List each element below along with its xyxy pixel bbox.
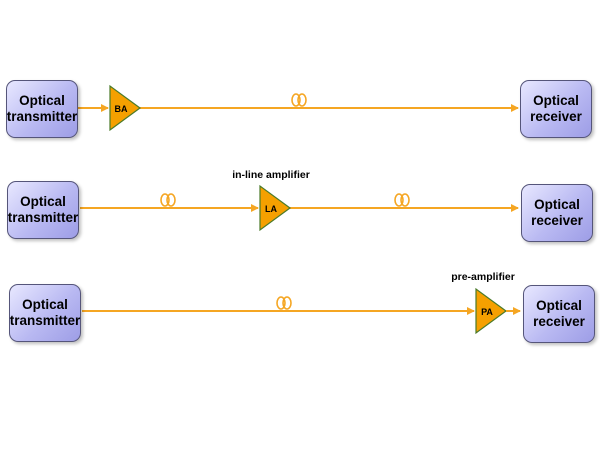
pre-amplifier-caption: pre-amplifier (451, 271, 515, 283)
booster-amplifier-label: BA (115, 104, 128, 114)
booster-amplifier-triangle (109, 84, 142, 132)
fiber-coil-icon (160, 193, 176, 207)
inline-amplifier-caption: in-line amplifier (232, 169, 310, 181)
optical-transmitter-box: Optical transmitter (7, 181, 79, 239)
inline-amplifier-label: LA (265, 204, 277, 214)
transmitter-label: Optical transmitter (7, 194, 79, 225)
optical-receiver-box: Optical receiver (521, 184, 593, 242)
transmitter-label: Optical transmitter (6, 93, 78, 124)
receiver-label: Optical receiver (531, 197, 583, 228)
pre-amplifier-label: PA (481, 307, 493, 317)
optical-transmitter-box: Optical transmitter (9, 284, 81, 342)
optical-transmitter-box: Optical transmitter (6, 80, 78, 138)
fiber-coil-icon (276, 296, 292, 310)
optical-receiver-box: Optical receiver (523, 285, 595, 343)
fiber-coil-icon (291, 93, 307, 107)
receiver-label: Optical receiver (530, 93, 582, 124)
pre-amplifier-triangle (475, 287, 508, 335)
inline-amplifier-triangle (259, 184, 292, 232)
optical-receiver-box: Optical receiver (520, 80, 592, 138)
fiber-coil-icon (394, 193, 410, 207)
transmitter-label: Optical transmitter (9, 297, 81, 328)
receiver-label: Optical receiver (533, 298, 585, 329)
